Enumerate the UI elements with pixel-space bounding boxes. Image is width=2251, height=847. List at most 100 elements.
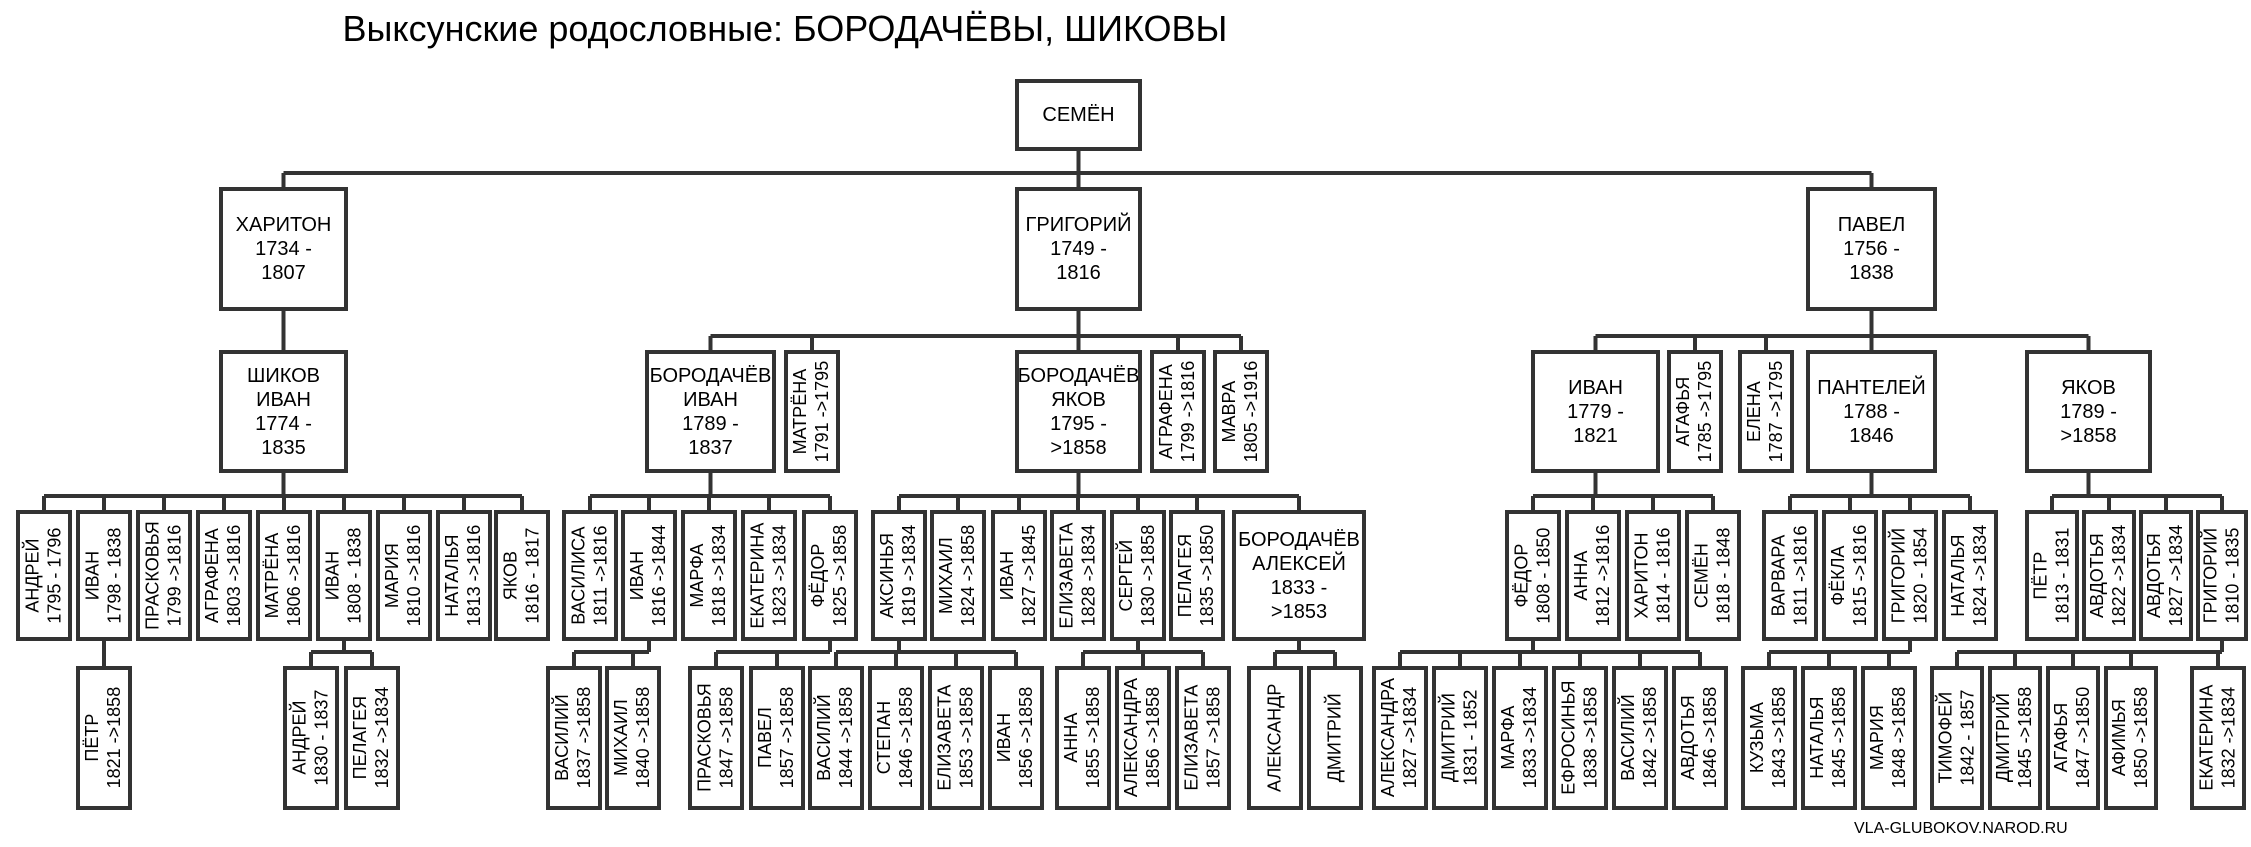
person-label: СЕМЁН 1818 - 1848 xyxy=(1691,527,1733,624)
person-box-vasiliy-1844: ВАСИЛИЙ 1844 ->1858 xyxy=(808,666,864,810)
person-box-khariton-1814: ХАРИТОН 1814 - 1816 xyxy=(1625,510,1681,641)
person-box-varvara-1811: ВАРВАРА 1811 ->1816 xyxy=(1762,510,1818,641)
person-box-marfa-1833: МАРФА 1833 ->1834 xyxy=(1492,666,1548,810)
person-label: АГРАФЕНА 1803 ->1816 xyxy=(202,524,244,627)
person-label: ПАНТЕЛЕЙ 1788 - 1846 xyxy=(1817,376,1926,447)
person-box-ivan-1779: ИВАН 1779 - 1821 xyxy=(1531,350,1660,473)
person-label: ЕКАТЕРИНА 1823 ->1834 xyxy=(747,522,790,629)
person-box-praskovya-1799: ПРАСКОВЬЯ 1799 ->1816 xyxy=(136,510,192,641)
person-box-mikhail-1824: МИХАИЛ 1824 ->1858 xyxy=(930,510,986,641)
person-label: АФИМЬЯ 1850 ->1858 xyxy=(2109,687,2151,789)
person-label: НАТАЛЬЯ 1813 ->1816 xyxy=(442,524,484,627)
person-box-grigoriy: ГРИГОРИЙ 1749 - 1816 xyxy=(1015,187,1142,311)
person-label: АЛЕКСАНДР xyxy=(1264,683,1285,793)
person-label: АНДРЕЙ 1830 - 1837 xyxy=(289,689,331,787)
person-label: БОРОДАЧЁВ ЯКОВ 1795 - >1858 xyxy=(1017,364,1140,459)
person-box-avdotya-1846: АВДОТЬЯ 1846 ->1858 xyxy=(1672,666,1728,810)
person-box-avdotya-1827: АВДОТЬЯ 1827 ->1834 xyxy=(2139,510,2193,641)
person-box-ivan-1816: ИВАН 1816 ->1844 xyxy=(621,510,677,641)
person-box-aleksandr: АЛЕКСАНДР xyxy=(1247,666,1303,810)
person-box-andrey-1795: АНДРЕЙ 1795 - 1796 xyxy=(16,510,72,641)
person-label: СЕРГЕЙ 1830 ->1858 xyxy=(1116,524,1158,627)
source-url: VLA-GLUBOKOV.NAROD.RU xyxy=(1854,820,2068,837)
person-box-natalya-1845: НАТАЛЬЯ 1845 ->1858 xyxy=(1801,666,1857,810)
person-label: ЕФРОСИНЬЯ 1838 ->1858 xyxy=(1558,680,1600,796)
person-label: ПЁТР 1813 - 1831 xyxy=(2030,527,2072,624)
person-box-borodachev-aleksey: БОРОДАЧЁВ АЛЕКСЕЙ 1833 - >1853 xyxy=(1232,510,1366,641)
person-box-dmitriy-1845: ДМИТРИЙ 1845 ->1858 xyxy=(1988,666,2042,810)
person-label: ПАВЕЛ 1857 ->1858 xyxy=(755,687,797,789)
person-label: ХАРИТОН 1814 - 1816 xyxy=(1631,527,1673,624)
person-box-vasilisa-1811: ВАСИЛИСА 1811 ->1816 xyxy=(562,510,618,641)
person-box-mikhail-1840: МИХАИЛ 1840 ->1858 xyxy=(605,666,661,810)
person-label: ЕЛЕНА 1787 ->1795 xyxy=(1744,360,1786,463)
person-label: ИВАН 1816 ->1844 xyxy=(627,524,669,627)
person-box-semen-1818: СЕМЁН 1818 - 1848 xyxy=(1685,510,1741,641)
person-box-fekla-1815: ФЁКЛА 1815 ->1816 xyxy=(1822,510,1878,641)
person-box-semen-root: СЕМЁН xyxy=(1015,79,1142,151)
person-box-elizaveta-1857: ЕЛИЗАВЕТА 1857 ->1858 xyxy=(1175,666,1231,810)
person-label: ВАРВАРА 1811 ->1816 xyxy=(1768,525,1811,626)
person-label: ПЕЛАГЕЯ 1832 ->1834 xyxy=(350,687,392,789)
person-box-ekaterina-1832: ЕКАТЕРИНА 1832 ->1834 xyxy=(2190,666,2246,810)
person-box-vasiliy-1842: ВАСИЛИЙ 1842 ->1858 xyxy=(1612,666,1668,810)
person-label: ИВАН 1779 - 1821 xyxy=(1567,376,1624,447)
person-box-praskovya-1847: ПРАСКОВЬЯ 1847 ->1858 xyxy=(688,666,744,810)
person-label: СЕМЁН xyxy=(1042,104,1115,126)
person-label: ГРИГОРИЙ 1749 - 1816 xyxy=(1025,214,1132,284)
person-box-grigoriy-1810: ГРИГОРИЙ 1810 - 1835 xyxy=(2196,510,2248,641)
person-label: ЯКОВ 1789 - >1858 xyxy=(2060,376,2117,447)
person-box-grigoriy-1820: ГРИГОРИЙ 1820 - 1854 xyxy=(1882,510,1938,641)
person-box-borodachev-ivan: БОРОДАЧЁВ ИВАН 1789 - 1837 xyxy=(645,350,776,473)
person-label: МАРФА 1818 ->1834 xyxy=(687,524,729,627)
person-box-fedor-1825: ФЁДОР 1825 ->1858 xyxy=(802,510,858,641)
person-box-petr-1813: ПЁТР 1813 - 1831 xyxy=(2025,510,2079,641)
person-box-agafya-1785: АГАФЬЯ 1785 ->1795 xyxy=(1667,350,1723,473)
person-box-stepan-1846: СТЕПАН 1846 ->1858 xyxy=(868,666,924,810)
person-label: МАВРА 1805 ->1916 xyxy=(1219,360,1261,463)
person-label: ГРИГОРИЙ 1810 - 1835 xyxy=(2200,527,2242,624)
person-box-khariton: ХАРИТОН 1734 - 1807 xyxy=(219,187,348,311)
person-label: КУЗЬМА 1843 ->1858 xyxy=(1747,687,1789,789)
person-label: ПРАСКОВЬЯ 1799 ->1816 xyxy=(142,521,184,630)
person-label: ВАСИЛИЙ 1844 ->1858 xyxy=(814,687,856,789)
person-label: ФЁДОР 1808 - 1850 xyxy=(1511,527,1553,624)
person-box-aleksandra-1856: АЛЕКСАНДРА 1856 ->1858 xyxy=(1115,666,1171,810)
person-box-mavra: МАВРА 1805 ->1916 xyxy=(1213,350,1269,473)
person-box-aksinya-1819: АКСИНЬЯ 1819 ->1834 xyxy=(871,510,927,641)
person-box-elizaveta-1853: ЕЛИЗАВЕТА 1853 ->1858 xyxy=(928,666,984,810)
person-box-matrena-1791: МАТРЁНА 1791 ->1795 xyxy=(784,350,840,473)
person-label: БОРОДАЧЁВ ИВАН 1789 - 1837 xyxy=(649,364,772,459)
person-label: ХАРИТОН 1734 - 1807 xyxy=(235,214,332,284)
person-label: ЕЛИЗАВЕТА 1828 ->1834 xyxy=(1056,522,1098,629)
person-label: ТИМОФЕЙ 1842 - 1857 xyxy=(1935,689,1977,787)
person-box-panteley: ПАНТЕЛЕЙ 1788 - 1846 xyxy=(1806,350,1937,473)
person-box-andrey-1830: АНДРЕЙ 1830 - 1837 xyxy=(283,666,339,810)
person-box-ivan-1808: ИВАН 1808 - 1838 xyxy=(316,510,372,641)
person-box-ivan-1856: ИВАН 1856 ->1858 xyxy=(988,666,1044,810)
person-box-ivan-1827: ИВАН 1827 ->1845 xyxy=(991,510,1047,641)
person-label: ИВАН 1856 ->1858 xyxy=(994,687,1036,789)
person-label: МИХАИЛ 1824 ->1858 xyxy=(936,524,978,627)
person-label: ИВАН 1808 - 1838 xyxy=(322,527,364,624)
person-label: АЛЕКСАНДРА 1827 ->1834 xyxy=(1378,678,1421,798)
person-label: ШИКОВ ИВАН 1774 - 1835 xyxy=(246,364,321,459)
person-box-yakov-1789: ЯКОВ 1789 - >1858 xyxy=(2025,350,2152,473)
person-box-natalya-1824: НАТАЛЬЯ 1824 ->1834 xyxy=(1942,510,1998,641)
person-box-mariya-1810: МАРИЯ 1810 ->1816 xyxy=(376,510,432,641)
person-label: АНДРЕЙ 1795 - 1796 xyxy=(22,527,64,624)
person-box-pelageya-1835: ПЕЛАГЕЯ 1835 ->1850 xyxy=(1169,510,1225,641)
person-label: ВАСИЛИЙ 1837 ->1858 xyxy=(552,687,594,789)
person-label: АКСИНЬЯ 1819 ->1834 xyxy=(877,524,919,627)
person-box-borodachev-yakov: БОРОДАЧЁВ ЯКОВ 1795 - >1858 xyxy=(1015,350,1142,473)
person-box-efrosinya-1838: ЕФРОСИНЬЯ 1838 ->1858 xyxy=(1552,666,1608,810)
person-label: БОРОДАЧЁВ АЛЕКСЕЙ 1833 - >1853 xyxy=(1238,528,1360,623)
person-label: ИВАН 1798 - 1838 xyxy=(82,527,124,624)
person-box-dmitriy: ДМИТРИЙ xyxy=(1307,666,1363,810)
person-box-pelageya-1832: ПЕЛАГЕЯ 1832 ->1834 xyxy=(344,666,400,810)
person-label: АГРАФЕНА 1799 ->1816 xyxy=(1156,360,1198,463)
person-box-aleksandra-1827: АЛЕКСАНДРА 1827 ->1834 xyxy=(1372,666,1428,810)
person-box-matrena-1806: МАТРЁНА 1806 ->1816 xyxy=(256,510,312,641)
person-label: МАРИЯ 1810 ->1816 xyxy=(382,524,424,627)
